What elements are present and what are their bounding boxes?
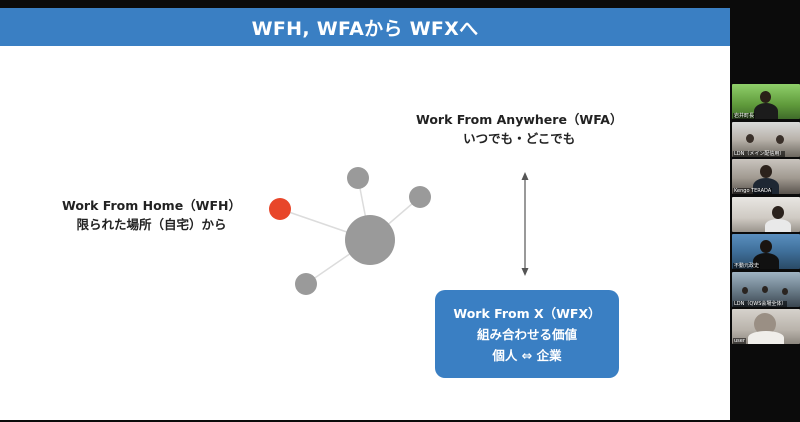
avatar (760, 240, 772, 253)
participant-tile[interactable]: 不動元政史 (732, 234, 800, 269)
wfx-box: Work From X（WFX） 組み合わせる価値 個人 ⇔ 企業 (435, 290, 619, 378)
top-node (347, 167, 369, 189)
participant-tile[interactable]: 岩井町長 (732, 84, 800, 119)
avatar (754, 313, 776, 335)
participant-name: 岩井町長 (733, 113, 756, 119)
arrow-head-down (521, 268, 529, 276)
participant-name: Kengo TERADA (733, 188, 773, 194)
participant-tile[interactable]: LDN（メイン配信用） (732, 121, 800, 157)
participant-tile[interactable]: LDN（QWS会場全体） (732, 271, 800, 307)
participant-panel: 岩井町長 LDN（メイン配信用） Kengo TERADA 不動元政史 LDN（… (732, 84, 800, 346)
participant-name: 不動元政史 (733, 263, 761, 269)
shared-slide: WFH, WFAから WFXへ Work From Home（WFH） 限られた… (0, 8, 730, 420)
wfh-title: Work From Home（WFH） (62, 198, 241, 213)
participant-name: LDN（QWS会場全体） (733, 300, 788, 307)
wfa-text: Work From Anywhere（WFA） いつでも・どこでも (416, 110, 622, 148)
participant-tile[interactable] (732, 196, 800, 232)
wfx-subtitle: 組み合わせる価値 (476, 326, 577, 342)
wfx-title: Work From X（WFX） (453, 305, 601, 321)
wfh-highlight-node (269, 198, 291, 220)
bottom-node (295, 273, 317, 295)
wfa-title: Work From Anywhere（WFA） (416, 112, 623, 127)
arrow-head-up (521, 172, 529, 180)
wfx-relation: 個人 ⇔ 企業 (492, 347, 562, 363)
right-node (409, 186, 431, 208)
participant-tile[interactable]: user (732, 309, 800, 344)
wfh-subtitle: 限られた場所（自宅）から (76, 217, 227, 232)
wfh-text: Work From Home（WFH） 限られた場所（自宅）から (62, 196, 241, 234)
slide-title: WFH, WFAから WFXへ (0, 8, 730, 46)
wfa-subtitle: いつでも・どこでも (463, 131, 576, 146)
center-node (345, 215, 395, 265)
avatar (760, 91, 771, 103)
network-diagram (269, 167, 529, 295)
participant-tile[interactable]: Kengo TERADA (732, 159, 800, 194)
participant-name: user (733, 338, 746, 344)
avatar (772, 205, 784, 219)
avatar (760, 165, 772, 178)
participant-name: LDN（メイン配信用） (733, 150, 786, 157)
